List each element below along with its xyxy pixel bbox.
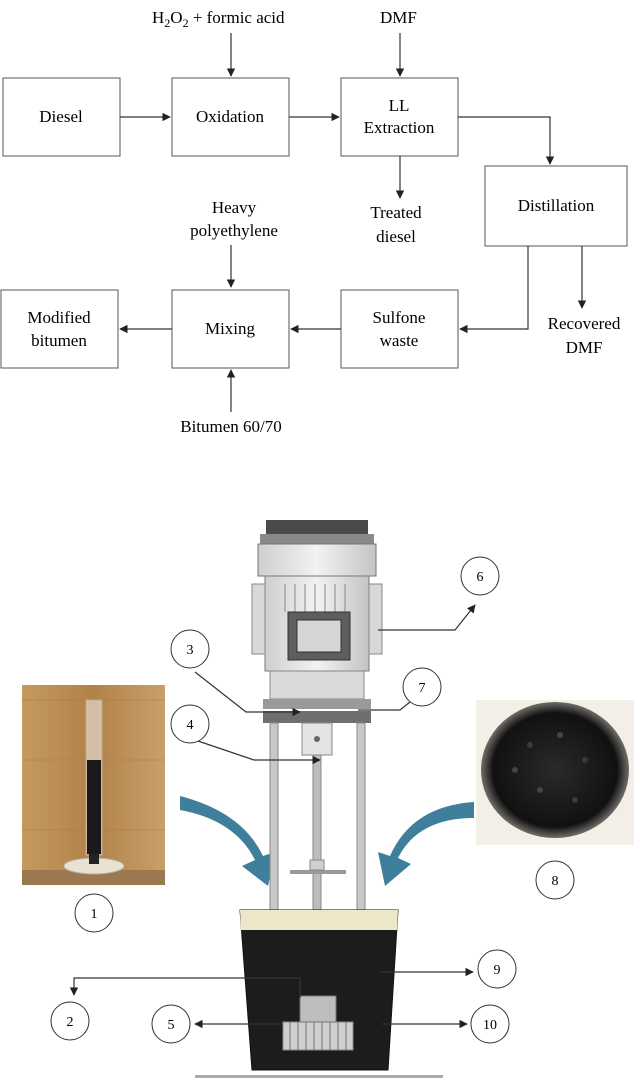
box-modified-bitumen: Modified bitumen [0, 289, 119, 369]
box-distillation: Distillation [484, 165, 628, 247]
svg-text:1: 1 [91, 907, 98, 922]
svg-text:6: 6 [477, 570, 484, 585]
callout-5: 5 [151, 1004, 191, 1044]
bitumen-input-label: Bitumen 60/70 [180, 417, 282, 436]
polymer-input-label: Heavy [212, 198, 257, 217]
callout-6: 6 [460, 556, 500, 596]
svg-text:Oxidation: Oxidation [196, 107, 264, 126]
callout-2: 2 [50, 1001, 90, 1041]
svg-text:9: 9 [494, 963, 501, 978]
callout-3: 3 [170, 629, 210, 669]
svg-text:3: 3 [187, 643, 194, 658]
treated-diesel-label-2: diesel [376, 227, 416, 246]
svg-text:Extraction: Extraction [364, 118, 435, 137]
svg-text:Sulfone: Sulfone [373, 308, 426, 327]
cylinder-photo [22, 685, 165, 885]
polymer-input-label-2: polyethylene [190, 221, 278, 240]
svg-text:Modified: Modified [27, 308, 91, 327]
svg-text:4: 4 [187, 718, 194, 733]
svg-text:LL: LL [389, 96, 410, 115]
callout-1: 1 [74, 893, 114, 933]
left-feed-arrow [180, 796, 275, 886]
extraction-to-distillation-arrow [458, 116, 555, 165]
recovered-dmf-label: Recovered [548, 314, 621, 333]
callout-8: 8 [535, 860, 575, 900]
svg-text:Diesel: Diesel [39, 107, 83, 126]
callout-4: 4 [170, 704, 210, 744]
apparatus: 1 2 3 4 5 6 7 8 9 10 [22, 520, 634, 1078]
box-extraction: LL Extraction [340, 77, 459, 157]
recovered-dmf-label-2: DMF [566, 338, 603, 357]
svg-text:7: 7 [419, 681, 426, 696]
box-sulfone-waste: Sulfone waste [340, 289, 459, 369]
svg-text:Distillation: Distillation [518, 196, 595, 215]
oxidant-input-label: H2O2 + formic acid [152, 8, 285, 30]
svg-text:5: 5 [168, 1018, 175, 1033]
svg-text:10: 10 [483, 1018, 497, 1033]
svg-text:Mixing: Mixing [205, 319, 256, 338]
solvent-input-label: DMF [380, 8, 417, 27]
motor-unit [251, 520, 383, 723]
svg-text:bitumen: bitumen [31, 331, 87, 350]
callout-7: 7 [402, 667, 442, 707]
svg-text:waste: waste [380, 331, 419, 350]
beaker [195, 909, 443, 1078]
box-diesel: Diesel [2, 77, 121, 157]
callout-9: 9 [477, 949, 517, 989]
callout-10: 10 [470, 1004, 510, 1044]
svg-text:2: 2 [67, 1015, 74, 1030]
distillation-to-sulfone-arrow [459, 246, 529, 334]
treated-diesel-label: Treated [370, 203, 422, 222]
right-feed-arrow [378, 802, 474, 886]
box-mixing: Mixing [171, 289, 290, 369]
flowchart: H2O2 + formic acid DMF Diesel Oxidation … [0, 8, 628, 436]
box-oxidation: Oxidation [171, 77, 290, 157]
pellets-photo [476, 700, 634, 845]
svg-text:8: 8 [552, 874, 559, 889]
